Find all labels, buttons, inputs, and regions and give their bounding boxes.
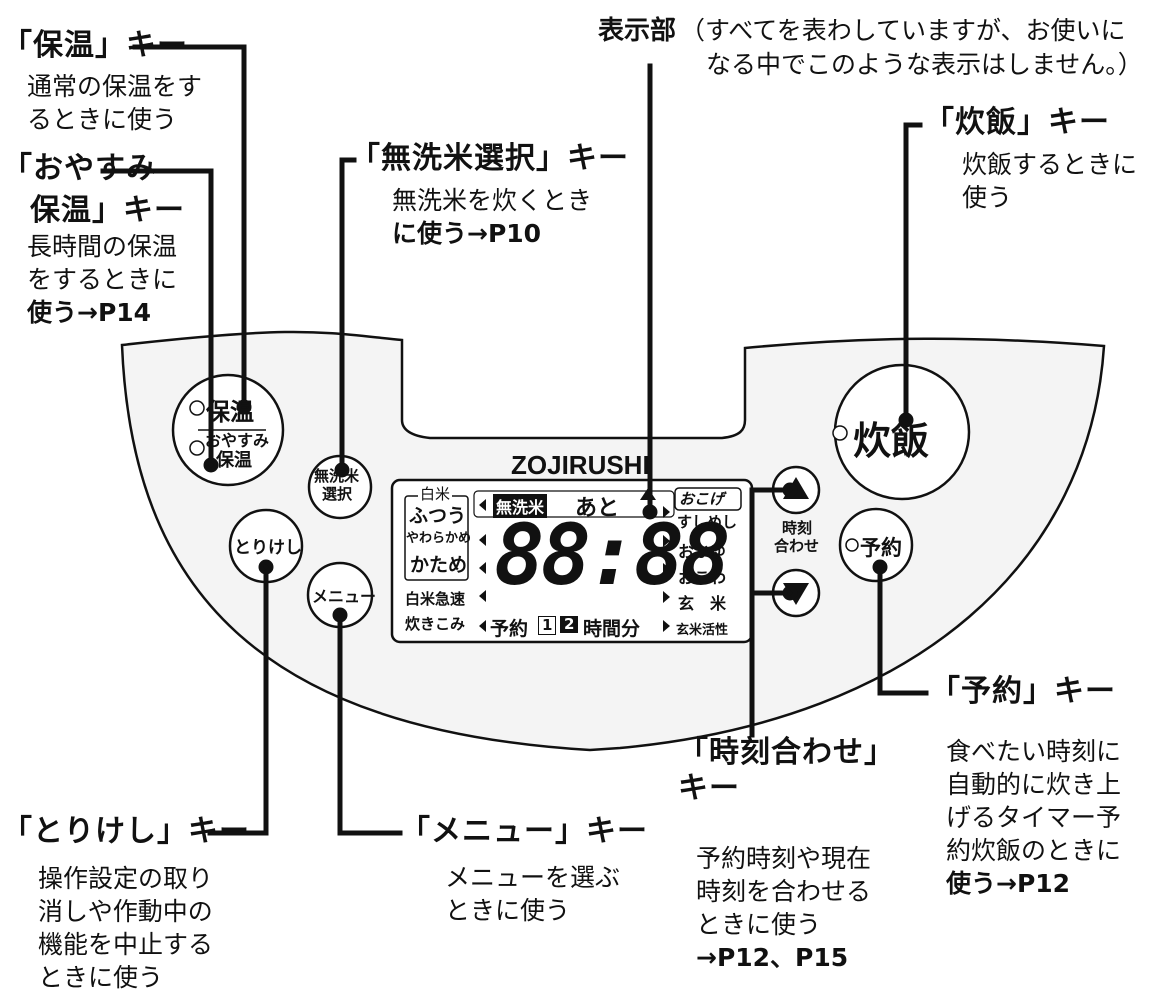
display-title: 表示部 xyxy=(598,16,677,46)
musenmai-button-label-1[interactable]: 無洗米 xyxy=(314,467,360,485)
lcd-okowa: おこわ xyxy=(678,568,727,587)
lcd-left-arrows xyxy=(479,499,486,632)
menu-key-desc: メニューを選ぶ ときに使う xyxy=(445,863,621,925)
lcd-musenmai-tag: 無洗米 xyxy=(493,494,548,518)
torikeshi-key-desc: 操作設定の取り 消しや作動中の 機能を中止する ときに使う xyxy=(38,864,214,992)
musenmai-key-title: 「無洗米選択」キー xyxy=(350,141,629,176)
torikeshi-button-label[interactable]: とりけし xyxy=(234,538,302,558)
suihan-key-title: 「炊飯」キー xyxy=(924,105,1110,140)
lcd-ato: あと xyxy=(575,496,620,521)
jikoku-key-title-2: キー xyxy=(678,771,740,806)
lcd-num2: 2 xyxy=(560,615,579,634)
brand-logo: ZOJIRUSHI xyxy=(511,450,650,480)
lcd-genmai-kassei: 玄米活性 xyxy=(676,623,729,638)
lcd-yoyaku: 予約 xyxy=(490,618,529,640)
musenmai-key-desc: 無洗米を炊くとき に使う→P10 xyxy=(392,186,593,248)
lcd-yawaraka: やわらかめ xyxy=(406,531,472,546)
yoyaku-key-title: 「予約」キー xyxy=(930,674,1116,709)
lcd-num1: 1 xyxy=(538,616,557,635)
lcd-hakumai: 白米 xyxy=(418,483,453,504)
suihan-button-label[interactable]: 炊飯 xyxy=(853,419,930,463)
lcd-jikanfun: 時間分 xyxy=(583,618,641,640)
menu-key-title: 「メニュー」キー xyxy=(400,814,648,849)
musenmai-button-label-2[interactable]: 選択 xyxy=(322,485,353,503)
display-note-1: （すべてを表わしていますが、お使いに xyxy=(680,16,1126,45)
leader-lines xyxy=(100,44,929,836)
hoon-key-desc: 通常の保温をす るときに使う xyxy=(27,72,203,134)
jikoku-label-2: 合わせ xyxy=(774,537,820,555)
torikeshi-key-title: 「とりけし」キー xyxy=(2,814,250,849)
hoon-button-label[interactable]: 保温 xyxy=(206,398,254,426)
lcd-genmai: 玄 米 xyxy=(678,594,727,613)
oyasumi-key-title-2: 保温」キー xyxy=(30,193,185,228)
menu-button-label[interactable]: メニュー xyxy=(312,587,377,606)
yoyaku-button-body xyxy=(838,507,914,583)
oyasumi-key-desc: 長時間の保温 をするときに 使う→P14 xyxy=(27,232,178,327)
oyasumi-button-label-2[interactable]: 保温 xyxy=(216,450,252,471)
jikoku-key-desc: 予約時刻や現在 時刻を合わせる ときに使う →P12、P15 xyxy=(696,844,872,972)
hoon-key-title: 「保温」キー xyxy=(2,28,188,63)
lcd-okayu: おかゆ xyxy=(678,542,727,561)
lcd-takikomi: 炊きこみ xyxy=(405,615,466,633)
oyasumi-key-title-1: 「おやすみ xyxy=(2,151,157,186)
jikoku-key-title-1: 「時刻合わせ」 xyxy=(678,735,895,770)
lcd-digits: 88:88 xyxy=(494,506,731,604)
lcd-okoge: おこげ xyxy=(679,490,725,508)
lcd-right-arrows xyxy=(663,506,670,632)
oyasumi-button-label-1[interactable]: おやすみ xyxy=(205,431,270,450)
lcd-sushimeshi: すしめし xyxy=(677,513,738,531)
jikoku-label-1: 時刻 xyxy=(782,519,813,537)
yoyaku-button-label[interactable]: 予約 xyxy=(860,536,902,560)
lcd-katame: かため xyxy=(410,554,468,576)
display-note-2: なる中でこのような表示はしません。） xyxy=(706,50,1143,79)
lcd-futsuu: ふつう xyxy=(409,505,467,527)
suihan-key-desc: 炊飯するときに 使う xyxy=(962,150,1138,212)
lcd-kyusoku: 白米急速 xyxy=(405,590,466,608)
yoyaku-key-desc: 食べたい時刻に 自動的に炊き上 げるタイマー予 約炊飯のときに 使う→P12 xyxy=(946,737,1122,898)
